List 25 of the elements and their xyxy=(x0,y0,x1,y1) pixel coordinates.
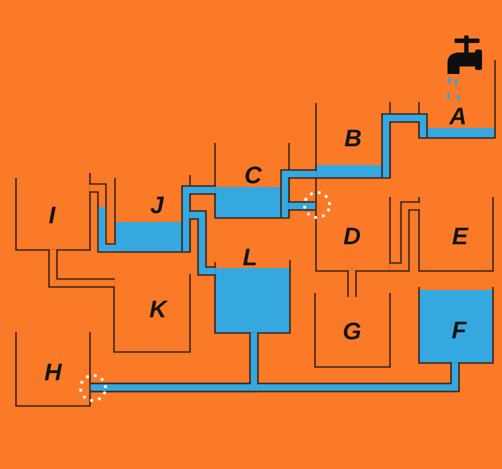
node-label: B xyxy=(344,130,361,146)
pipe xyxy=(381,113,428,178)
tank: J xyxy=(114,175,191,253)
pipe xyxy=(389,201,420,272)
pipe xyxy=(181,185,216,252)
node-label: J xyxy=(150,196,164,214)
pipe xyxy=(280,169,317,218)
pipe xyxy=(288,201,316,211)
tank: K xyxy=(113,274,191,353)
node-label: C xyxy=(246,166,262,184)
node-label: L xyxy=(243,248,256,266)
tank: C xyxy=(214,143,290,219)
tank: D xyxy=(315,178,391,272)
tank: H xyxy=(15,332,91,407)
tank: E xyxy=(418,197,494,272)
tank: L xyxy=(214,248,291,334)
node-label: A xyxy=(448,108,465,124)
tank: B xyxy=(315,102,391,179)
tank: G xyxy=(314,293,391,368)
pipe xyxy=(90,362,460,392)
pipe xyxy=(347,270,357,297)
tank: I xyxy=(15,173,91,251)
pipe xyxy=(189,210,216,276)
pipe xyxy=(48,249,115,288)
tank: F xyxy=(418,287,494,364)
